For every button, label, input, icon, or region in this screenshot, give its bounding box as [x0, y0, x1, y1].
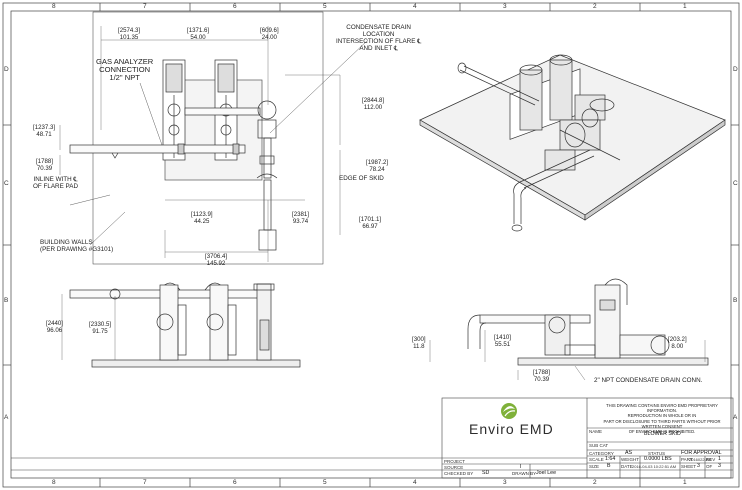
- name-value: BLOWER SKID: [644, 431, 681, 437]
- dim-1987: [1987.2]78.24: [366, 159, 389, 173]
- category-value: AS: [625, 450, 633, 456]
- weight-value: 0.0000 LBS: [644, 456, 672, 462]
- dim-2381: [2381]93.74: [292, 211, 309, 225]
- zone-top-3: 3: [503, 3, 507, 10]
- building-walls-label: BUILDING WALLS(PER DRAWING #G3101): [40, 239, 114, 253]
- date-value: 2016-04-03 10:22:51 AM: [632, 464, 677, 469]
- dim-3706: [3706.4]145.92: [205, 253, 228, 267]
- zone-right-a: A: [733, 414, 738, 421]
- size-label: SIZE: [589, 464, 600, 469]
- dim-2330: [2330.5]91.75: [89, 321, 112, 335]
- part-label: PART: [681, 457, 693, 462]
- inline-flare-label: INLINE WITH ℄OF FLARE PAD: [33, 176, 79, 190]
- company-name: Enviro EMD: [469, 421, 554, 437]
- dim-1410: [1410]55.51: [494, 334, 511, 348]
- dim-2440: [2440]96.06: [46, 320, 63, 334]
- dim-1788-bottom: [1788]70.39: [533, 369, 550, 383]
- zone-bottom-7: 7: [143, 479, 147, 486]
- zone-bottom-8: 8: [52, 479, 56, 486]
- zone-top-2: 2: [593, 3, 597, 10]
- dim-2844: [2844.8]112.00: [362, 97, 385, 111]
- zone-left-b: B: [4, 297, 9, 304]
- zone-bottom-5: 5: [323, 479, 327, 486]
- dim-203: [203.2]8.00: [668, 336, 687, 350]
- zone-right-b: B: [733, 297, 738, 304]
- category-label: CATEGORY: [589, 451, 614, 456]
- zone-top-7: 7: [143, 3, 147, 10]
- zone-top-4: 4: [413, 3, 417, 10]
- rev-value: 1: [718, 456, 721, 462]
- zone-top-6: 6: [233, 3, 237, 10]
- drawn-label: DRAWN BY: [512, 471, 537, 476]
- zone-top-5: 5: [323, 3, 327, 10]
- drawn-value: Joel Lee: [536, 470, 557, 476]
- dim-1371: [1371.6]54.00: [187, 27, 210, 41]
- dim-2574: [2574.3]101.35: [118, 27, 141, 41]
- zone-top-1: 1: [683, 3, 687, 10]
- name-label: NAME: [589, 429, 603, 434]
- zone-bottom-4: 4: [413, 479, 417, 486]
- dim-300: [300]11.8: [412, 336, 426, 350]
- date-label: DATE: [621, 464, 633, 469]
- zone-left-d: D: [4, 66, 9, 73]
- source-label: SOURCE: [444, 465, 464, 470]
- sheet-value: 3: [697, 463, 700, 469]
- zone-left-c: C: [4, 180, 9, 187]
- checked-label: CHECKED BY: [444, 471, 474, 476]
- zone-right-d: D: [733, 66, 738, 73]
- dim-1788-top: [1788]70.39: [36, 158, 53, 172]
- of-value: 3: [718, 463, 721, 469]
- source-value: I: [520, 464, 522, 470]
- logo-mark: [501, 403, 517, 419]
- weight-label: WEIGHT: [621, 457, 639, 462]
- dim-1701: [1701.1]66.97: [359, 216, 382, 230]
- zone-left-a: A: [4, 414, 9, 421]
- zone-bottom-6: 6: [233, 479, 237, 486]
- zone-bottom-2: 2: [593, 479, 597, 486]
- sheet-label: SHEET: [681, 464, 697, 469]
- project-label: PROJECT: [444, 459, 466, 464]
- part-value: 2016022-BS: [689, 457, 712, 462]
- status-value: FOR APPROVAL: [681, 450, 722, 456]
- zone-bottom-1: 1: [683, 479, 687, 486]
- size-value: B: [607, 463, 611, 469]
- zone-bottom-3: 3: [503, 479, 507, 486]
- npt-condensate-label: 2" NPT CONDENSATE DRAIN CONN.: [594, 377, 703, 384]
- zone-top-8: 8: [52, 3, 56, 10]
- scale-value: 1:64: [605, 456, 616, 462]
- proprietary-notice: THIS DRAWING CONTAINS ENVIRO EMD PROPRIE…: [603, 403, 721, 435]
- dim-1237: [1237.3]48.71: [33, 124, 56, 138]
- status-label: STATUS: [648, 451, 666, 456]
- checked-value: SD: [482, 470, 490, 476]
- rev-label: REV: [706, 457, 716, 462]
- of-label: OF: [706, 464, 713, 469]
- subcat-label: SUB CAT: [589, 443, 609, 448]
- dim-609: [609.6]24.00: [260, 27, 279, 41]
- scale-label: SCALE: [589, 457, 604, 462]
- zone-right-c: C: [733, 180, 738, 187]
- edge-of-skid-label: EDGE OF SKID: [339, 175, 384, 182]
- dim-1123: [1123.9]44.25: [191, 211, 213, 225]
